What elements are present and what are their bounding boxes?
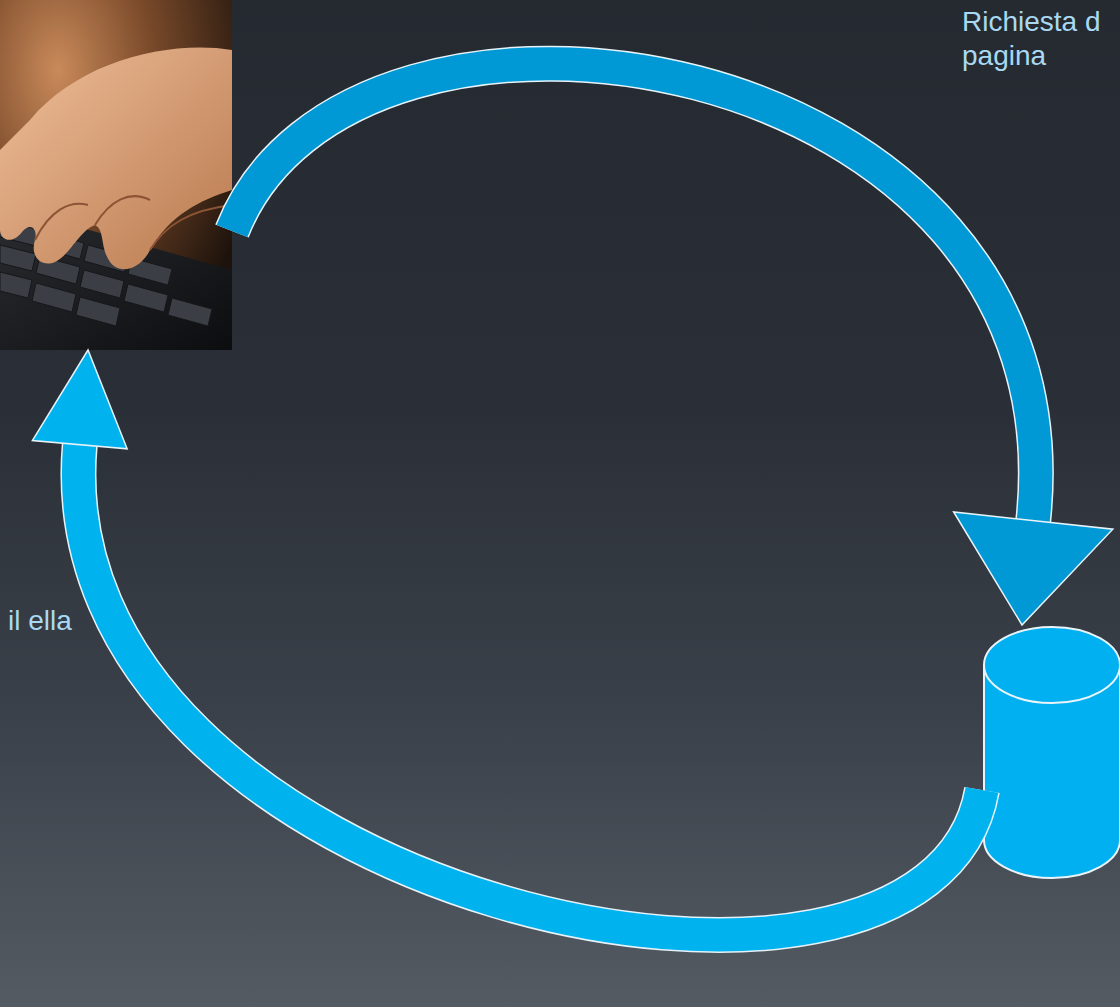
curved-arrow — [232, 64, 1113, 625]
arrow-outline — [232, 64, 1036, 521]
keyboard-photo — [0, 0, 232, 350]
curved-arrow — [32, 350, 982, 935]
arrow-head — [32, 350, 127, 449]
arrow-body — [78, 445, 982, 935]
edge-label: il ella — [8, 604, 74, 638]
database-server — [982, 625, 1120, 880]
database-cylinder — [982, 625, 1120, 880]
computer-user — [0, 0, 232, 350]
arrow-head — [954, 512, 1113, 625]
edge-label: Richiesta d pagina — [962, 5, 1120, 73]
arrow-outline — [78, 445, 982, 935]
arrow-body — [232, 64, 1036, 521]
